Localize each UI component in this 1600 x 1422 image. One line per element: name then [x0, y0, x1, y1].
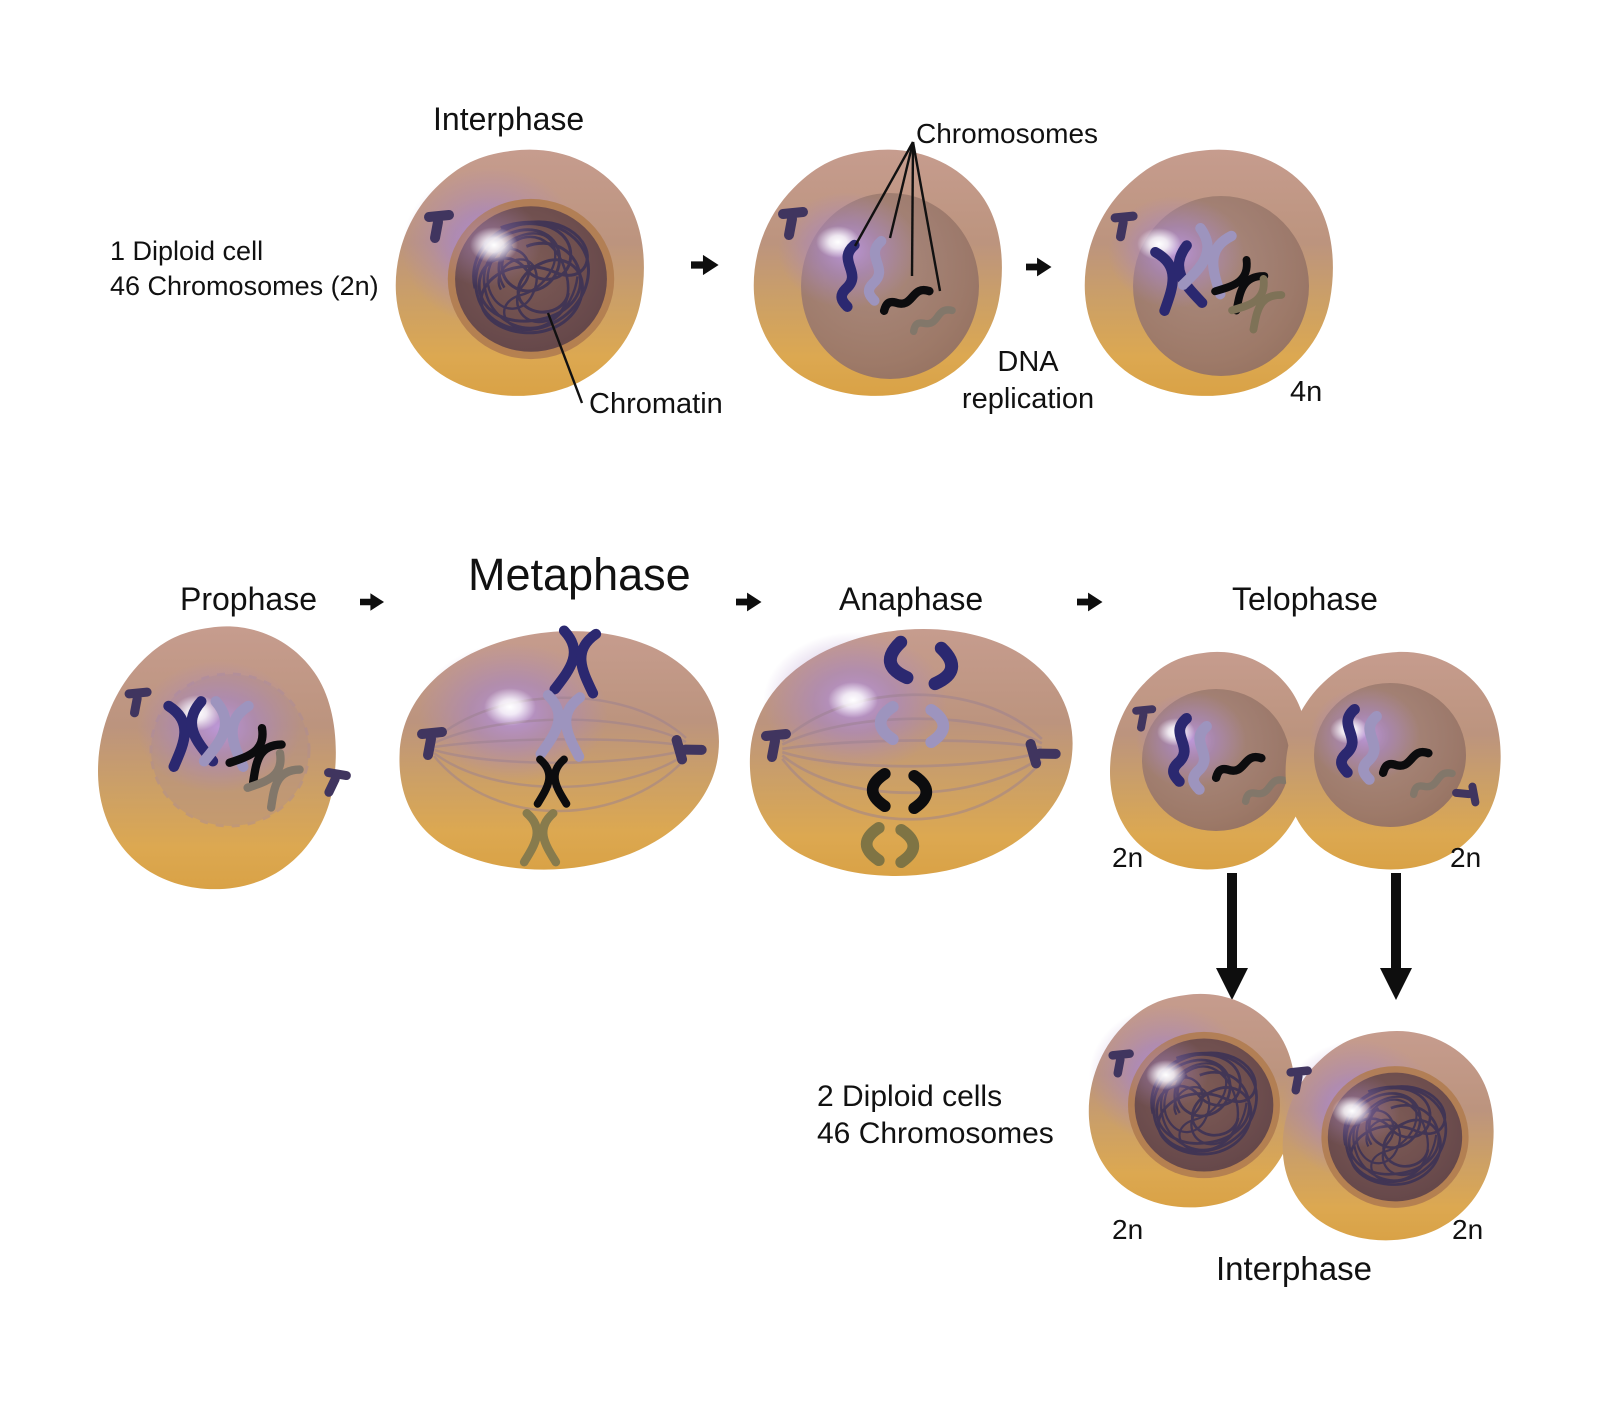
diploid-note-top-line2: 46 Chromosomes (2n) — [110, 271, 379, 301]
arrow-right-icon — [736, 592, 762, 612]
diploid-note-top: 1 Diploid cell 46 Chromosomes (2n) — [110, 234, 379, 304]
chromosomes-label: Chromosomes — [916, 118, 1099, 149]
daughter-ploidy-right: 2n — [1452, 1214, 1484, 1245]
metaphase-title: Metaphase — [468, 549, 691, 600]
interphase-cell — [395, 149, 644, 396]
chromatin-label: Chromatin — [589, 388, 723, 420]
arrow-down-icon — [1380, 873, 1412, 1000]
telophase-cell-right — [1285, 651, 1501, 870]
metaphase-cell — [399, 630, 719, 870]
daughter-cell-left — [1088, 993, 1296, 1208]
arrow-right-icon — [360, 593, 384, 611]
daughter-cell-right — [1280, 1030, 1494, 1241]
prophase-cell — [98, 626, 346, 890]
telophase-ploidy-left: 2n — [1112, 842, 1144, 873]
dna-replication-label: DNA replication — [958, 344, 1098, 418]
diploid-note-top-line1: 1 Diploid cell — [110, 236, 264, 266]
arrow-right-icon — [1026, 257, 1052, 277]
diploid-note-bottom-line1: 2 Diploid cells — [817, 1080, 1003, 1113]
aster-shine — [828, 682, 878, 718]
diploid-note-bottom: 2 Diploid cells 46 Chromosomes — [817, 1078, 1054, 1152]
nucleolus-shine — [1332, 1096, 1372, 1126]
ploidy-4n-label: 4n — [1290, 376, 1323, 408]
arrow-right-icon — [1077, 592, 1103, 612]
chromatid-olive-left — [867, 828, 879, 860]
interphase-bottom-title: Interphase — [1216, 1250, 1372, 1287]
chromatin-pointer-line — [546, 312, 584, 404]
telophase-cell-left — [1109, 651, 1309, 870]
chromatid-olive-right — [901, 830, 913, 862]
arrow-right-icon — [691, 254, 719, 276]
chromosome-cell — [753, 149, 1002, 396]
telophase-title: Telophase — [1232, 581, 1378, 617]
nucleolus-shine — [1137, 228, 1181, 260]
anaphase-cell — [749, 629, 1073, 876]
dna-replication-line1: DNA — [997, 346, 1059, 378]
nucleolus-shine — [470, 227, 518, 263]
prophase-title: Prophase — [180, 581, 317, 617]
dna-replication-line2: replication — [961, 383, 1095, 415]
interphase-top-title: Interphase — [433, 101, 585, 137]
telophase-ploidy-right: 2n — [1450, 842, 1482, 873]
aster-shine — [484, 688, 536, 726]
anaphase-title: Anaphase — [839, 581, 984, 617]
chromosomes-pointer-lines — [853, 141, 942, 292]
arrow-down-icon — [1216, 873, 1248, 1000]
daughter-ploidy-left: 2n — [1112, 1214, 1144, 1245]
replicated-cell — [1084, 149, 1333, 396]
nucleolus-shine — [1146, 1060, 1186, 1090]
diploid-note-bottom-line2: 46 Chromosomes — [817, 1117, 1054, 1150]
